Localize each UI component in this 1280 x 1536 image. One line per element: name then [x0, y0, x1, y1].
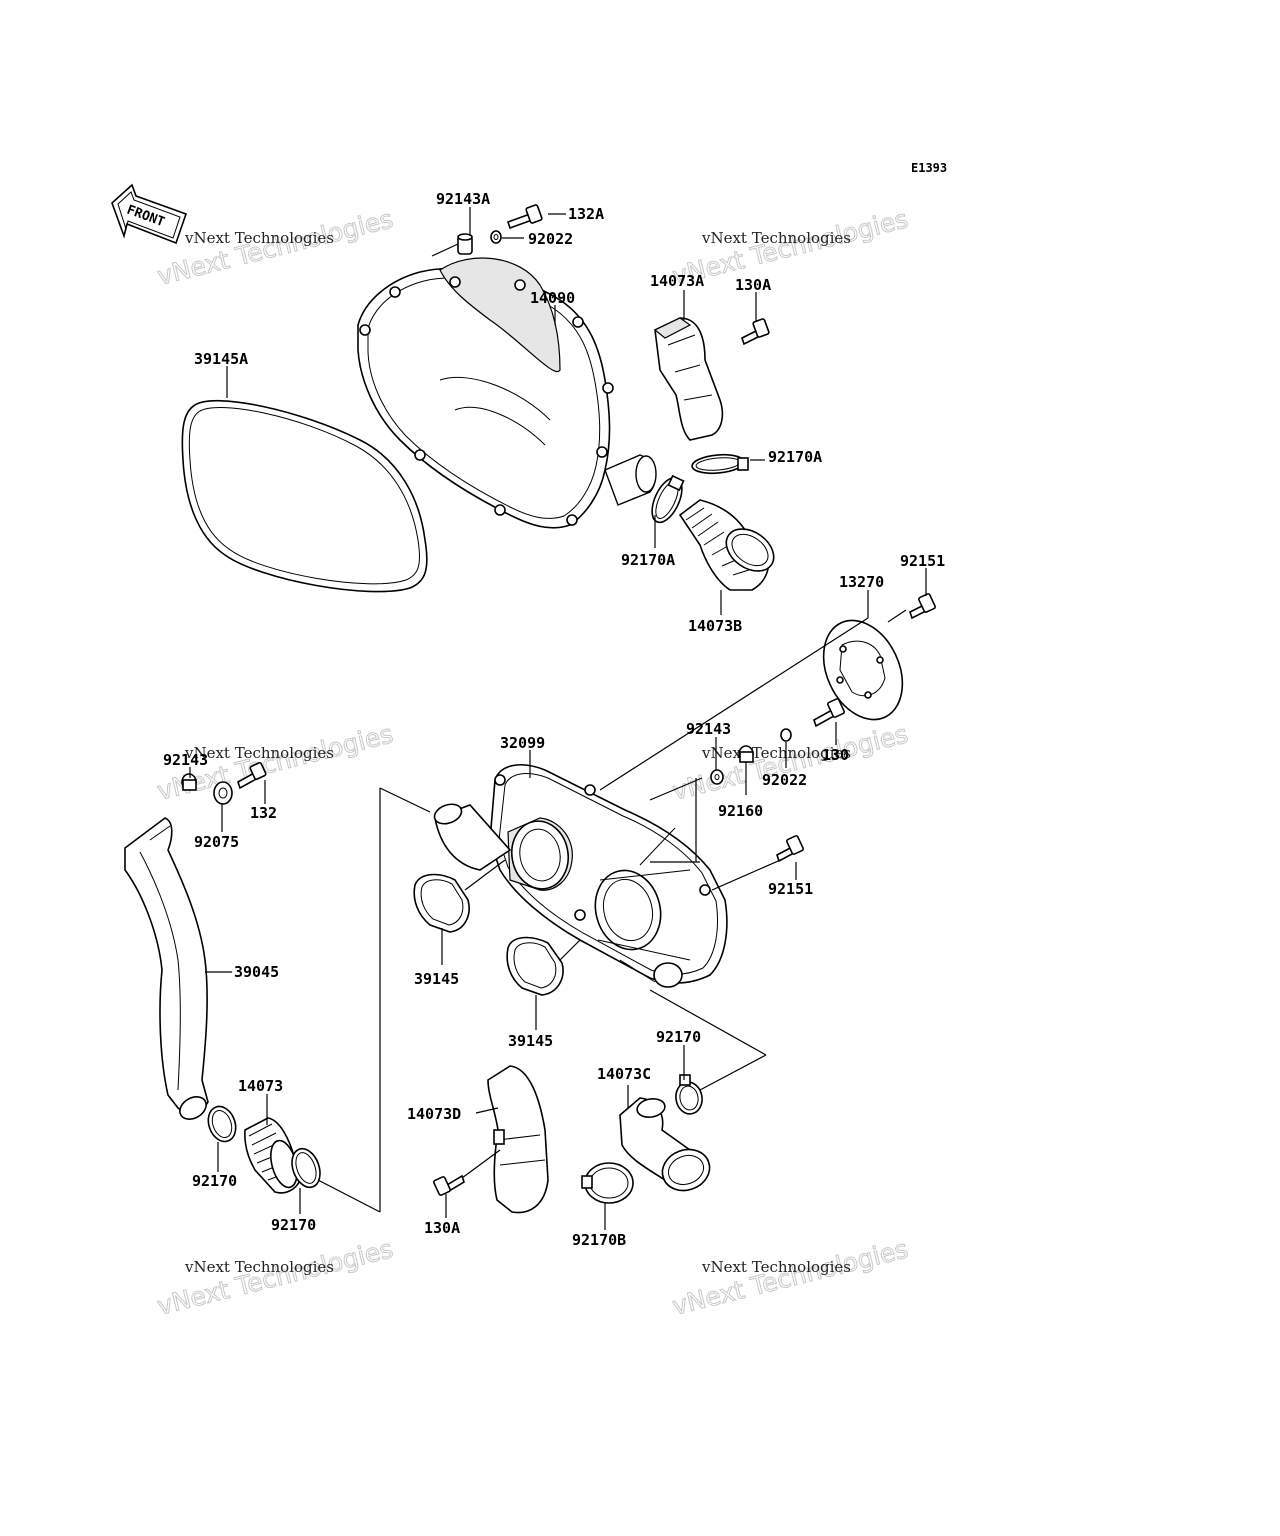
washer-92022-top: [490, 230, 502, 244]
label-13270: 13270: [839, 573, 884, 591]
label-14073a: 14073A: [650, 272, 704, 290]
svg-text:vNext Technologies: vNext Technologies: [701, 229, 851, 247]
label-132: 132: [250, 804, 277, 822]
bolt-132: [237, 761, 267, 790]
gasket-39145-left: [413, 873, 470, 933]
duct-39045: [124, 817, 209, 1120]
label-92075: 92075: [194, 833, 239, 851]
duct-14073c: [619, 1097, 711, 1192]
svg-text:vNext Technologies: vNext Technologies: [669, 1234, 910, 1321]
collar-92143-right: [738, 745, 754, 763]
watermark-bottom-left: vNext Technologies vNext Technologies: [154, 1234, 396, 1322]
label-39145-left: 39145: [414, 970, 459, 988]
clamp-92170a-right: [691, 453, 749, 475]
washer-92022-mid: [780, 728, 792, 742]
svg-text:vNext Technologies: vNext Technologies: [154, 204, 395, 291]
label-92170a-left: 92170A: [621, 551, 675, 569]
label-39045: 39045: [234, 963, 279, 981]
gasket-39145-right: [506, 936, 564, 996]
label-32099: 32099: [500, 734, 545, 752]
duct-14073b: [678, 499, 775, 591]
label-14073c: 14073C: [597, 1065, 651, 1083]
watermark-top-left: vNext Technologies vNext Technologies: [154, 204, 396, 292]
label-92170-top: 92170: [656, 1028, 701, 1046]
clamp-92170-b: [291, 1147, 321, 1189]
diagram-code: E1393: [911, 161, 947, 175]
bolt-92151-mid: [776, 835, 804, 863]
label-92143-right: 92143: [686, 720, 731, 738]
grommet-92075: [213, 781, 233, 805]
watermark-bottom-right: vNext Technologies vNext Technologies: [669, 1234, 911, 1322]
outer-cover-14090: [357, 257, 657, 529]
leader-lines: [189, 207, 927, 1230]
clamp-92170b: [581, 1162, 634, 1204]
bolt-130a-top: [741, 318, 770, 346]
svg-text:vNext Technologies: vNext Technologies: [669, 204, 910, 291]
front-arrow-icon: FRONT: [111, 183, 188, 245]
washer-92160: [710, 769, 724, 785]
bolt-92151-top: [909, 593, 936, 620]
label-92143-left: 92143: [163, 751, 208, 769]
part-labels: 92143A 132A 92022 14090 14073A 130A 3914…: [163, 190, 945, 1249]
plate-13270: [822, 619, 904, 721]
collar-92143a: [457, 233, 473, 255]
label-39145-right: 39145: [508, 1032, 553, 1050]
svg-text:vNext Technologies: vNext Technologies: [701, 744, 851, 762]
label-14073d: 14073D: [407, 1105, 461, 1123]
label-92143a: 92143A: [436, 190, 490, 208]
label-92151-top: 92151: [900, 552, 945, 570]
collar-92143-left: [181, 773, 197, 791]
bolt-130: [813, 698, 845, 728]
label-92170b: 92170B: [572, 1231, 626, 1249]
label-14073: 14073: [238, 1077, 283, 1095]
boot-14073: [244, 1117, 301, 1194]
label-14090: 14090: [530, 289, 575, 307]
svg-text:vNext Technologies: vNext Technologies: [701, 1258, 851, 1276]
clamp-92170a-left: [651, 474, 685, 524]
label-92170a-right: 92170A: [768, 448, 822, 466]
bolt-130a-bottom: [433, 1174, 465, 1196]
bolt-132a: [506, 204, 543, 230]
label-130: 130: [822, 746, 849, 764]
clamp-92170-top: [675, 1074, 703, 1115]
label-92151-mid: 92151: [768, 880, 813, 898]
duct-14073a: [653, 317, 724, 441]
label-92160: 92160: [718, 802, 763, 820]
duct-14073d: [487, 1065, 549, 1214]
label-130a-bottom: 130A: [424, 1219, 460, 1237]
label-14073b: 14073B: [688, 617, 742, 635]
svg-text:vNext Technologies: vNext Technologies: [184, 229, 334, 247]
watermark-top-right: vNext Technologies vNext Technologies: [669, 204, 911, 292]
gasket-39145a: [181, 399, 428, 593]
svg-text:vNext Technologies: vNext Technologies: [154, 1234, 395, 1321]
label-39145a: 39145A: [194, 350, 248, 368]
clamp-92170-a: [207, 1105, 237, 1143]
label-132a: 132A: [568, 205, 604, 223]
inner-cover-32099: [433, 764, 728, 988]
svg-text:vNext Technologies: vNext Technologies: [184, 1258, 334, 1276]
svg-text:vNext Technologies: vNext Technologies: [184, 744, 334, 762]
label-130a-top: 130A: [735, 276, 771, 294]
label-92170-b: 92170: [271, 1216, 316, 1234]
label-92022-mid: 92022: [762, 771, 807, 789]
label-92170-a: 92170: [192, 1172, 237, 1190]
label-92022-top: 92022: [528, 230, 573, 248]
